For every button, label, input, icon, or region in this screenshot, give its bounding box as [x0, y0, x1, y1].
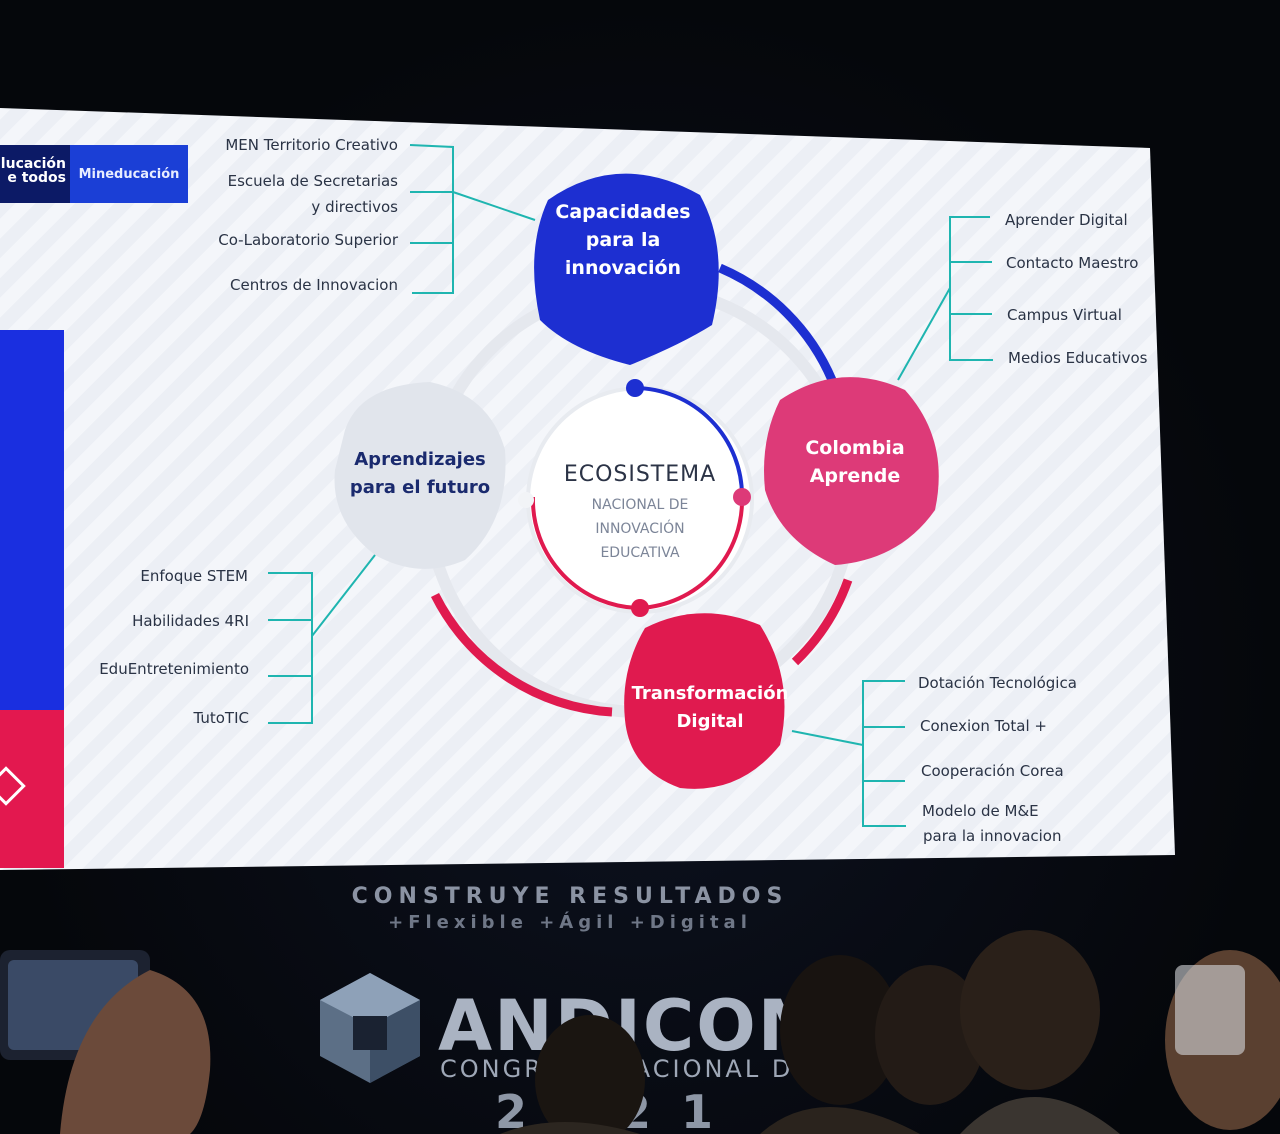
- branch-colombia-4: Medios Educativos: [1008, 349, 1148, 367]
- connectors-colombia: [897, 216, 993, 381]
- connectors-aprendizajes: [268, 554, 376, 724]
- branch-aprendizajes-3: EduEntretenimiento: [99, 660, 249, 678]
- branch-colombia-1: Aprender Digital: [1005, 211, 1128, 229]
- venue-tagline: CONSTRUYE RESULTADOS: [351, 884, 789, 909]
- node-aprendizajes-line-2: para el futuro: [349, 477, 491, 498]
- slide-logo-strip: lucación e todos Mineducación: [0, 145, 188, 203]
- connectors-capacidades: [409, 144, 536, 294]
- ring-arc-blue: [718, 263, 837, 382]
- node-capacidades-line-2: para la: [585, 229, 661, 251]
- branch-capacidades-4: Co-Laboratorio Superior: [218, 231, 398, 249]
- node-aprendizajes-shape: [334, 382, 506, 569]
- venue-year: 2021: [495, 1085, 744, 1134]
- connectors-transformacion: [791, 680, 906, 827]
- branch-capacidades-5: Centros de Innovacion: [230, 276, 398, 294]
- branch-capacidades-1: MEN Territorio Creativo: [225, 136, 398, 154]
- node-colombia-label: Colombia Aprende: [780, 434, 930, 490]
- branch-transformacion-2: Conexion Total +: [920, 717, 1047, 735]
- node-colombia-line-1: Colombia: [805, 437, 905, 459]
- branch-capacidades-3: y directivos: [311, 198, 398, 216]
- node-transformacion-line-2: Digital: [676, 711, 744, 732]
- slide-side-bar-red: [0, 710, 64, 868]
- ring-arc-pink-right: [791, 578, 853, 666]
- branch-colombia-2: Contacto Maestro: [1006, 254, 1139, 272]
- branch-capacidades-2: Escuela de Secretarias: [227, 172, 398, 190]
- center-title: ECOSISTEMA: [563, 462, 717, 487]
- center-subtitle-line-3: EDUCATIVA: [600, 545, 680, 561]
- andicom-cube-icon: [320, 973, 420, 1083]
- branch-transformacion-5: para la innovacion: [923, 827, 1062, 845]
- venue-tagline-sub: +Flexible +Ágil +Digital: [388, 912, 752, 933]
- center-subtitle-line-1: NACIONAL DE: [591, 497, 689, 513]
- node-colombia-line-2: Aprende: [809, 465, 901, 487]
- node-transformacion-shape: [624, 613, 785, 789]
- branch-aprendizajes-1: Enfoque STEM: [140, 567, 248, 585]
- slide-side-bar-blue: [0, 330, 64, 710]
- node-transformacion-line-1: Transformación: [631, 683, 789, 704]
- education-logo: lucación e todos: [0, 145, 70, 203]
- node-capacidades-shape: [534, 173, 719, 365]
- node-aprendizajes-label: Aprendizajes para el futuro: [340, 446, 500, 502]
- inner-dot-blue: [626, 379, 644, 397]
- node-capacidades-line-3: innovación: [564, 257, 682, 279]
- node-transformacion-label: Transformación Digital: [625, 680, 795, 736]
- inner-dot-bottom: [631, 599, 649, 617]
- inner-arc-blue: [634, 386, 745, 498]
- branch-transformacion-4: Modelo de M&E: [922, 802, 1039, 820]
- center-subtitle: NACIONAL DE INNOVACIÓN EDUCATIVA: [560, 493, 720, 565]
- branch-colombia-3: Campus Virtual: [1007, 306, 1122, 324]
- node-capacidades-label: Capacidades para la innovación: [548, 198, 698, 282]
- center-subtitle-line-2: INNOVACIÓN: [595, 521, 685, 537]
- venue-brand-sub: CONGRESO NACIONAL DE: [440, 1055, 812, 1083]
- branch-transformacion-1: Dotación Tecnológica: [918, 674, 1077, 692]
- mineducacion-logo-text: Mineducación: [78, 166, 180, 182]
- branch-aprendizajes-2: Habilidades 4RI: [132, 612, 249, 630]
- inner-dot-right: [733, 488, 751, 506]
- inner-arc-pink: [639, 496, 745, 610]
- branch-aprendizajes-4: TutoTIC: [193, 709, 249, 727]
- branch-transformacion-3: Cooperación Corea: [921, 762, 1064, 780]
- node-aprendizajes-line-1: Aprendizajes: [354, 449, 486, 470]
- mineducacion-logo: Mineducación: [70, 145, 188, 203]
- node-capacidades-line-1: Capacidades: [555, 201, 691, 223]
- education-logo-text: lucación e todos: [0, 156, 66, 186]
- inner-dot-left: [518, 492, 534, 508]
- ring-arc-pink-left: [430, 592, 613, 717]
- node-colombia-shape: [764, 377, 939, 565]
- inner-arc-pink-left: [530, 496, 641, 610]
